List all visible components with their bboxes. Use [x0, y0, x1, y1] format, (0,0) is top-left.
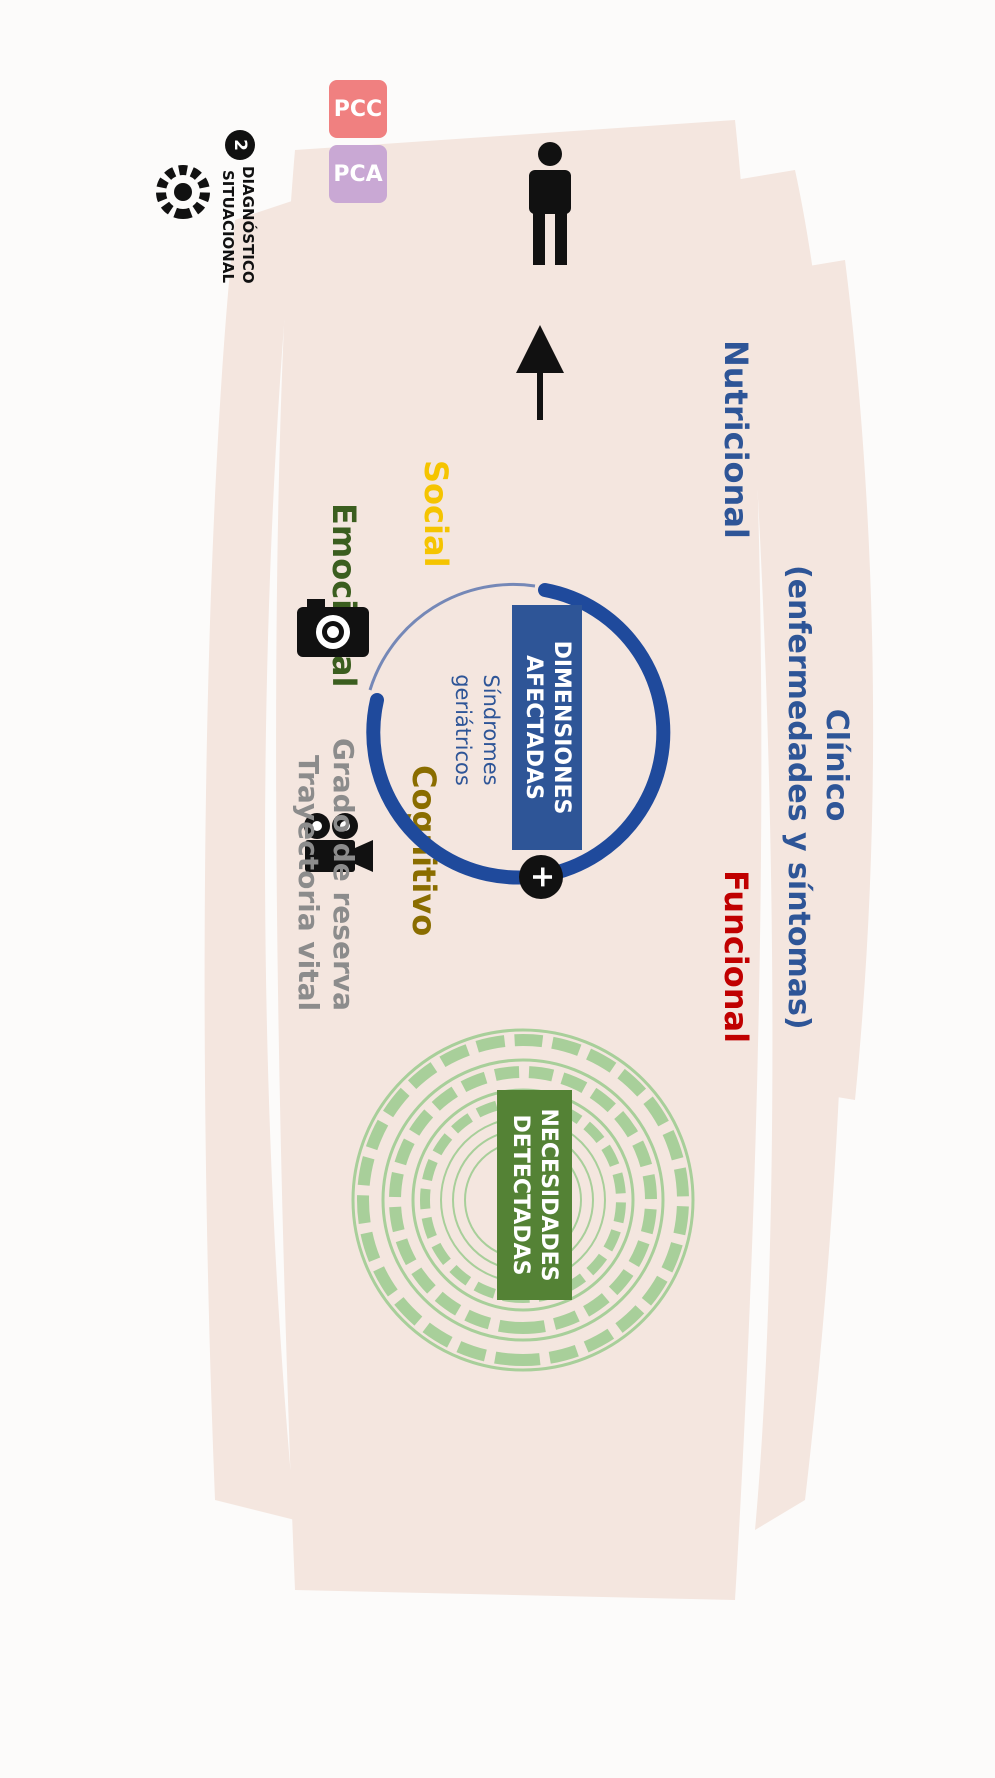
sindromes-line1: Síndromes — [479, 674, 503, 786]
diagnostico-header: 2 DIAGNÓSTICO SITUACIONAL — [135, 130, 257, 360]
label-clinico-line1: Clínico — [819, 708, 854, 822]
label-clinico-line2: (enfermedades y síntomas) — [781, 565, 816, 1030]
dimensiones-line2: AFECTADAS — [521, 655, 546, 800]
plus-symbol: + — [525, 864, 560, 890]
camera-icon — [297, 599, 369, 657]
blue-ring — [366, 582, 671, 885]
plus-icon: + — [519, 855, 563, 899]
step-number: 2 — [230, 139, 250, 151]
label-funcional: Funcional — [717, 870, 755, 1044]
dimensiones-line1: DIMENSIONES — [549, 640, 574, 815]
label-nutricional: Nutricional — [717, 340, 755, 539]
arrow-icon — [516, 325, 564, 420]
video-camera-icon — [304, 813, 373, 872]
label-grado-reserva: Grado de reserva — [327, 738, 360, 1011]
dimensiones-afectadas-box: DIMENSIONES AFECTADAS — [512, 605, 582, 850]
person-icon — [529, 142, 571, 265]
sindromes-line2: geriátricos — [451, 674, 475, 786]
header-title-line2: SITUACIONAL — [219, 170, 237, 284]
pcc-badge: PCC — [329, 80, 387, 138]
step-number-badge: 2 — [225, 130, 255, 160]
necesidades-line2: DETECTADAS — [508, 1114, 534, 1276]
header-title-line1: DIAGNÓSTICO — [239, 166, 257, 284]
label-trayectoria-vital: Trayectoria vital — [292, 755, 325, 1012]
gear-person-icon — [156, 165, 210, 219]
pca-badge: PCA — [329, 145, 387, 203]
label-clinico: Clínico (enfermedades y síntomas) — [779, 565, 855, 1030]
necesidades-detectadas-box: NECESIDADES DETECTADAS — [497, 1090, 572, 1300]
sindromes-geriatricos: Síndromes geriátricos — [449, 650, 505, 810]
necesidades-line1: NECESIDADES — [536, 1108, 562, 1282]
